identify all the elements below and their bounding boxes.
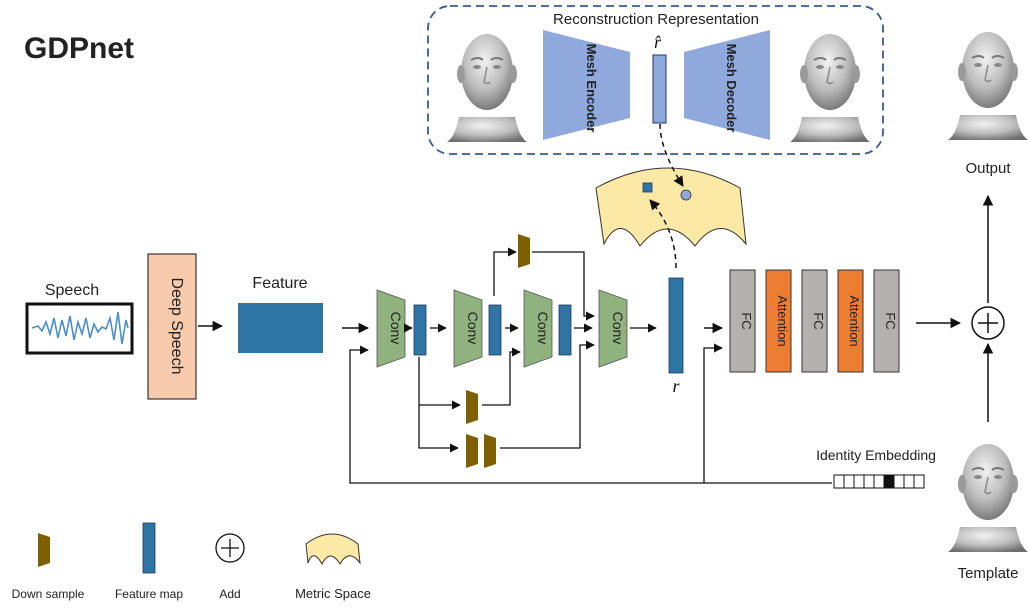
mesh-decoder-label: Mesh Decoder xyxy=(724,44,739,133)
identity-embedding-label: Identity Embedding xyxy=(816,447,936,463)
fc-label-2: FC xyxy=(811,312,826,329)
attention-label-2: Attention xyxy=(847,295,862,346)
deep-speech-block xyxy=(147,253,197,400)
feature-label: Feature xyxy=(252,275,307,292)
fc-block-1 xyxy=(729,269,756,373)
conv-block-4 xyxy=(598,289,628,368)
feature-map-3 xyxy=(558,304,572,356)
downsample-double-2 xyxy=(484,434,496,468)
feature-map-1 xyxy=(413,304,427,356)
conv-label-2: Conv xyxy=(465,312,481,345)
latent-to-metric-arrow xyxy=(659,123,684,187)
template-face-image xyxy=(948,442,1028,554)
arrow-middle-downsample-conv3 xyxy=(482,347,521,406)
arrow-to-upper-downsample xyxy=(493,247,517,296)
feature-map-2 xyxy=(488,304,502,356)
reconstruction-title: Reconstruction Representation xyxy=(553,11,759,28)
feature-to-metric-arrow xyxy=(649,199,677,269)
reconstruction-box xyxy=(427,5,884,155)
mesh-encoder xyxy=(543,30,630,140)
identity-embedding-vector xyxy=(833,474,925,489)
page-title: GDPnet xyxy=(24,32,134,65)
feature-map-r xyxy=(668,277,684,374)
legend-downsample-icon xyxy=(38,533,50,567)
legend-metric-space-label: Metric Space xyxy=(295,586,371,601)
reconstructed-face-image xyxy=(790,33,870,142)
legend-feature-map-icon xyxy=(142,522,156,574)
downsample-middle xyxy=(466,390,478,424)
legend-downsample-label: Down sample xyxy=(12,587,85,601)
feature-point xyxy=(642,182,653,193)
fc-block-3 xyxy=(873,269,900,373)
legend-feature-map-label: Feature map xyxy=(115,587,183,601)
output-face-image xyxy=(948,31,1028,140)
conv-label-1: Conv xyxy=(388,312,404,345)
fc-label-3: FC xyxy=(883,312,898,329)
speech-label: Speech xyxy=(45,282,99,299)
mesh-decoder xyxy=(684,30,770,140)
conv-block-2 xyxy=(453,289,483,368)
fc-label-1: FC xyxy=(739,312,754,329)
attention-block-1 xyxy=(765,269,792,373)
downsample-double-1 xyxy=(466,434,478,468)
speech-waveform xyxy=(31,311,129,345)
identity-to-fc-path xyxy=(703,343,723,483)
legend-metric-space-icon xyxy=(305,533,361,566)
fc-block-2 xyxy=(801,269,828,373)
latent-symbol: r̂ xyxy=(654,32,662,52)
arrow-double-downsample-conv4 xyxy=(500,340,595,449)
template-label: Template xyxy=(958,565,1019,582)
conv-block-3 xyxy=(523,289,553,368)
identity-to-conv-path xyxy=(349,345,832,484)
conv-label-4: Conv xyxy=(610,312,626,345)
input-face-image xyxy=(447,33,527,142)
downsample-upper xyxy=(518,234,530,268)
attention-label-1: Attention xyxy=(775,295,790,346)
feature-block xyxy=(238,303,323,353)
latent-vector xyxy=(652,54,667,124)
legend-add-label: Add xyxy=(219,587,240,601)
deep-speech-label: Deep Speech xyxy=(168,278,185,375)
arrow-upper-downsample-conv4 xyxy=(532,251,595,321)
conv-label-3: Conv xyxy=(535,312,551,345)
reconstruction-point xyxy=(680,189,692,201)
attention-block-2 xyxy=(837,269,864,373)
metric-space-shape xyxy=(595,167,747,247)
output-label: Output xyxy=(965,160,1011,177)
r-symbol: r xyxy=(672,376,680,396)
mesh-encoder-label: Mesh Encoder xyxy=(584,44,599,133)
arrow-to-double-downsample xyxy=(418,357,459,453)
conv-block-1 xyxy=(376,289,406,368)
